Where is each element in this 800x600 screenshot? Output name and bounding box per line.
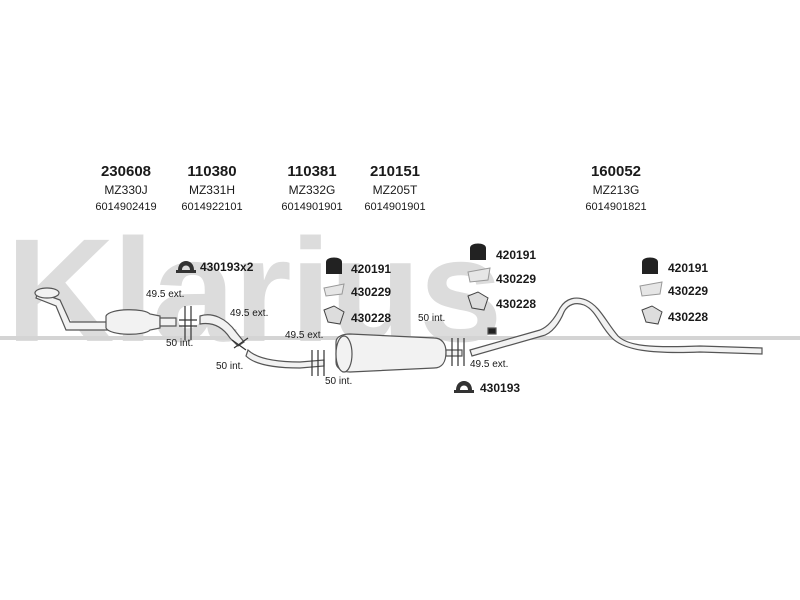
hardware-label[interactable]: 420191 bbox=[496, 248, 537, 262]
clamp-icon-group-1 bbox=[176, 261, 196, 273]
part-column-1: 230608 MZ330J 6014902419 bbox=[86, 163, 166, 215]
part-code[interactable]: 110380 bbox=[187, 163, 237, 180]
rear-pipe bbox=[469, 297, 763, 357]
hardware-group-4 bbox=[639, 257, 663, 325]
dimension-label: 50 int. bbox=[418, 313, 446, 324]
hardware-label[interactable]: 430193x2 bbox=[200, 260, 254, 274]
part-ref: MZ332G bbox=[288, 183, 336, 197]
clamp-icon bbox=[454, 381, 474, 393]
part-column-5: 160052 MZ213G 6014901821 bbox=[576, 163, 656, 215]
bracket-clamp-icon bbox=[467, 291, 489, 311]
part-column-3: 110381 MZ332G 6014901901 bbox=[272, 163, 352, 215]
hardware-label[interactable]: 430228 bbox=[496, 297, 537, 311]
catalyst-outlet-pipe bbox=[159, 317, 177, 327]
dimension-label: 49.5 ext. bbox=[470, 359, 509, 370]
dimension-label: 50 int. bbox=[325, 376, 353, 387]
part-column-2: 110380 MZ331H 6014922101 bbox=[172, 163, 252, 215]
rubber-hanger-icon bbox=[470, 243, 486, 260]
hardware-label[interactable]: 420191 bbox=[351, 262, 392, 276]
clamp-icon-group-5 bbox=[454, 381, 474, 393]
part-oe-number: 6014922101 bbox=[181, 201, 243, 213]
catalytic-converter bbox=[105, 309, 161, 335]
hardware-label[interactable]: 430228 bbox=[668, 310, 709, 324]
hardware-label[interactable]: 430229 bbox=[351, 285, 392, 299]
part-oe-number: 6014902419 bbox=[95, 201, 157, 213]
rubber-hanger-icon bbox=[326, 257, 342, 274]
part-ref: MZ331H bbox=[188, 183, 235, 197]
hardware-label[interactable]: 420191 bbox=[668, 261, 709, 275]
part-oe-number: 6014901821 bbox=[585, 201, 647, 213]
bracket-clamp-icon bbox=[641, 305, 663, 325]
part-ref: MZ205T bbox=[372, 183, 418, 197]
hardware-group-2 bbox=[323, 257, 345, 325]
part-column-4: 210151 MZ205T 6014901901 bbox=[355, 163, 435, 215]
part-ref: MZ213G bbox=[592, 183, 640, 197]
bracket-icon bbox=[639, 281, 663, 297]
bracket-icon bbox=[467, 267, 491, 283]
part-code[interactable]: 160052 bbox=[590, 163, 642, 180]
part-code[interactable]: 210151 bbox=[369, 163, 421, 180]
dimension-label: 49.5 ext. bbox=[146, 289, 185, 300]
hardware-label[interactable]: 430229 bbox=[496, 272, 537, 286]
part-code[interactable]: 110381 bbox=[287, 163, 337, 180]
hardware-label[interactable]: 430193 bbox=[480, 381, 521, 395]
clamp-icon bbox=[176, 261, 196, 273]
bracket-icon bbox=[323, 283, 345, 297]
dimension-label: 50 int. bbox=[216, 361, 244, 372]
dimension-label: 50 int. bbox=[166, 338, 194, 349]
dimension-label: 49.5 ext. bbox=[285, 330, 324, 341]
hardware-label[interactable]: 430228 bbox=[351, 311, 392, 325]
part-ref: MZ330J bbox=[104, 183, 148, 197]
part-oe-number: 6014901901 bbox=[281, 201, 343, 213]
front-flange bbox=[34, 287, 60, 299]
intermediate-pipe bbox=[199, 314, 245, 347]
part-code[interactable]: 230608 bbox=[100, 163, 152, 180]
dimension-label: 49.5 ext. bbox=[230, 308, 269, 319]
hardware-label[interactable]: 430229 bbox=[668, 284, 709, 298]
rubber-hanger-icon bbox=[642, 257, 658, 274]
hardware-group-3 bbox=[467, 243, 491, 311]
bracket-clamp-icon bbox=[323, 305, 345, 325]
part-oe-number: 6014901901 bbox=[364, 201, 426, 213]
